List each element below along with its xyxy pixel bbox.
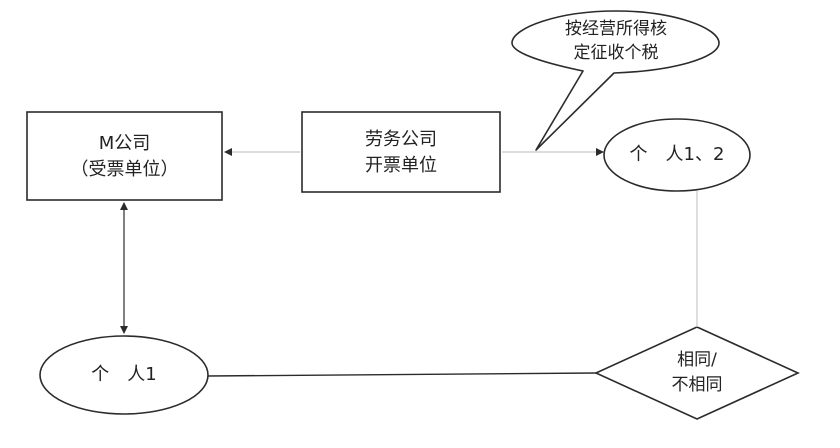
labor-company-role: 开票单位: [365, 155, 437, 176]
line-individual-1-to-decision: [207, 372, 597, 377]
individual-1-label: 个 人1: [91, 364, 157, 385]
decision-label: 相同/ 不相同: [620, 348, 774, 398]
labor-company-name: 劳务公司: [365, 129, 437, 150]
m-company-name: M公司: [98, 133, 151, 154]
labor-company-box: [301, 111, 501, 193]
decision-diamond: [594, 326, 800, 420]
m-company-label: M公司 （受票单位）: [27, 131, 222, 183]
individuals-1-2-ellipse: [603, 118, 751, 192]
callout-label: 按经营所得核 定征收个税: [530, 17, 702, 65]
decision-line-2: 不相同: [671, 375, 723, 395]
callout-line-2: 定征收个税: [573, 43, 659, 63]
callout-bubble: [511, 10, 720, 151]
individual-1-ellipse: [39, 335, 209, 415]
labor-company-label: 劳务公司 开票单位: [302, 127, 500, 179]
callout-line-1: 按经营所得核: [565, 19, 667, 39]
m-company-role: （受票单位）: [70, 159, 179, 180]
m-company-box: [26, 111, 223, 201]
decision-line-1: 相同/: [677, 350, 717, 370]
individuals-1-2-label: 个 人1、2: [629, 144, 725, 165]
